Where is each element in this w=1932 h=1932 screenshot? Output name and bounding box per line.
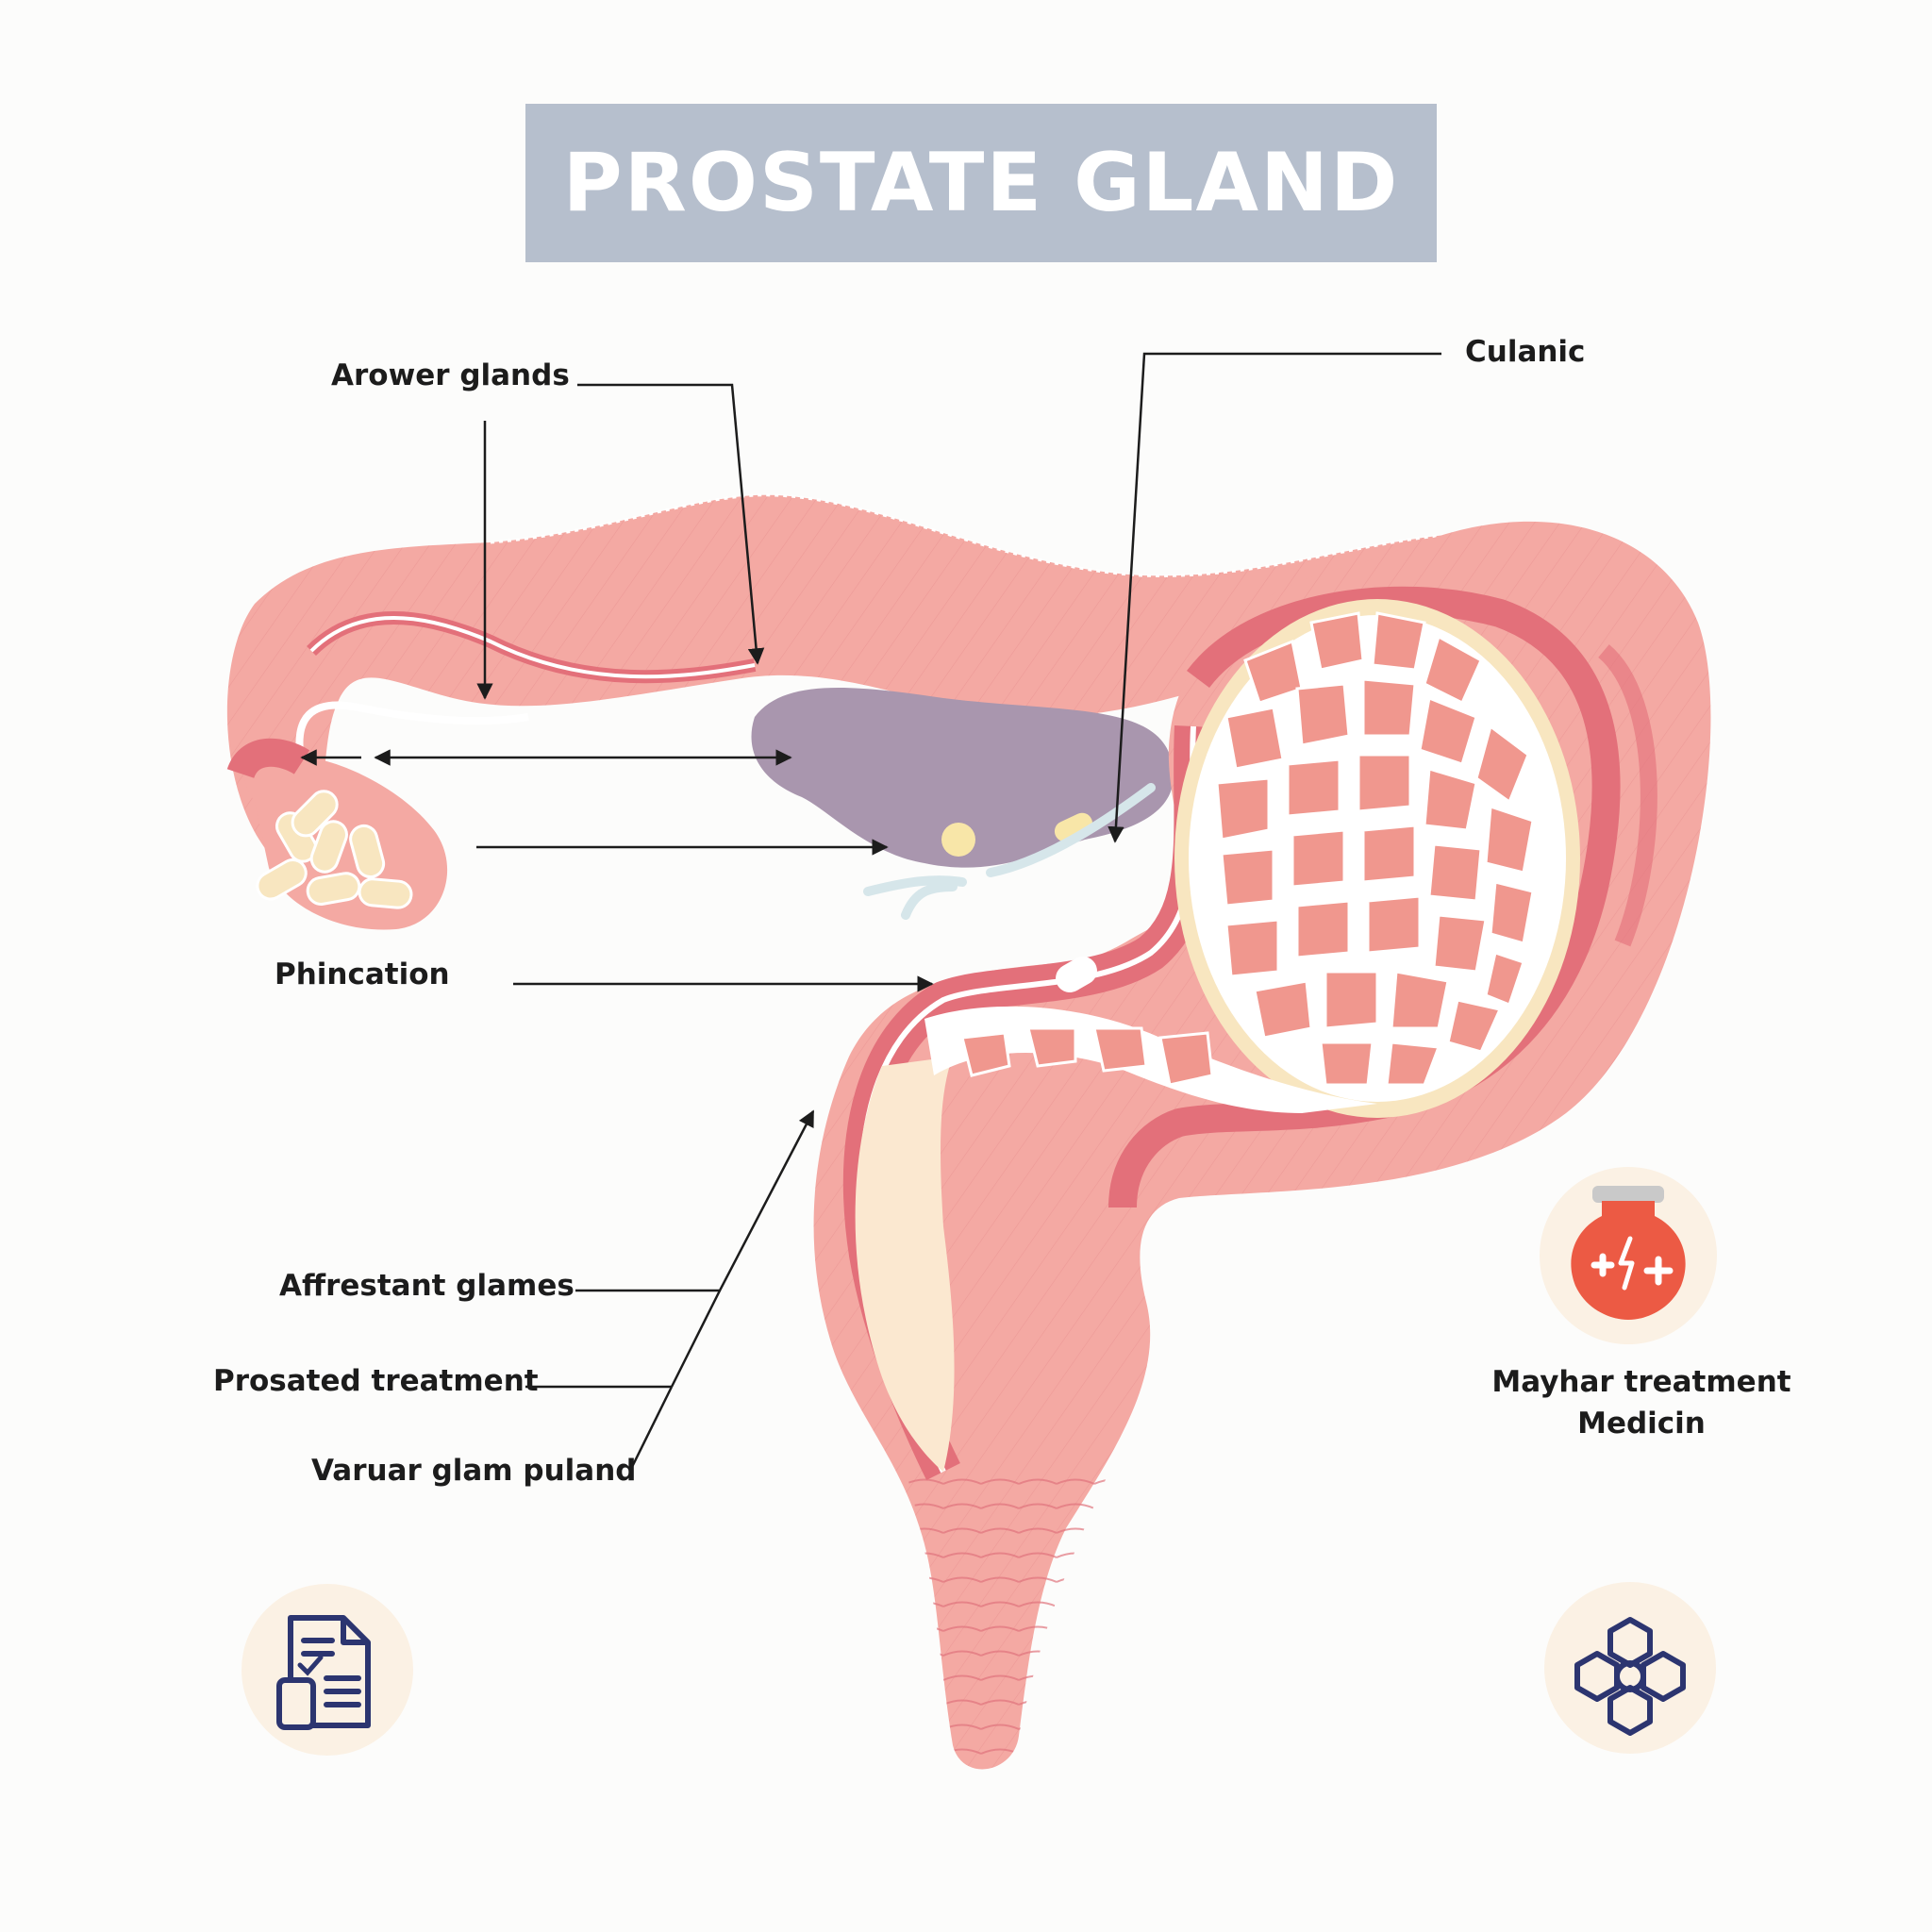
document-checklist-icon	[276, 1615, 371, 1730]
label-prosated-treatment: Prosated treatment	[213, 1364, 539, 1398]
leader-lines	[300, 352, 1441, 1468]
upper-duct	[226, 493, 1633, 868]
label-mayhar-line2: Medicin	[1577, 1407, 1706, 1441]
medicine-icon-badge	[1540, 1167, 1717, 1344]
molecule-icon-badge	[1544, 1582, 1716, 1754]
purple-gland	[751, 687, 1174, 920]
label-mayhar-treatment: Mayhar treatment Medicin	[1491, 1361, 1792, 1444]
title-banner: PROSTATE GLAND	[525, 104, 1437, 262]
label-culanic: Culanic	[1465, 335, 1586, 369]
seminal-vesicle	[226, 738, 448, 930]
label-mayhar-line1: Mayhar treatment	[1491, 1365, 1791, 1399]
label-varuar-glam-puland: Varuar glam puland	[311, 1454, 637, 1488]
page-title: PROSTATE GLAND	[562, 136, 1400, 230]
label-affrestant-glames: Affrestant glames	[279, 1269, 575, 1303]
medicine-flask-icon	[1571, 1186, 1686, 1320]
document-icon-badge	[242, 1584, 413, 1756]
acinar-lobes	[960, 611, 1535, 1087]
prostate-body	[813, 521, 1711, 1770]
label-phincation: Phincation	[275, 958, 450, 991]
molecule-network-icon	[1574, 1617, 1686, 1736]
label-arower-glands: Arower glands	[331, 358, 570, 392]
